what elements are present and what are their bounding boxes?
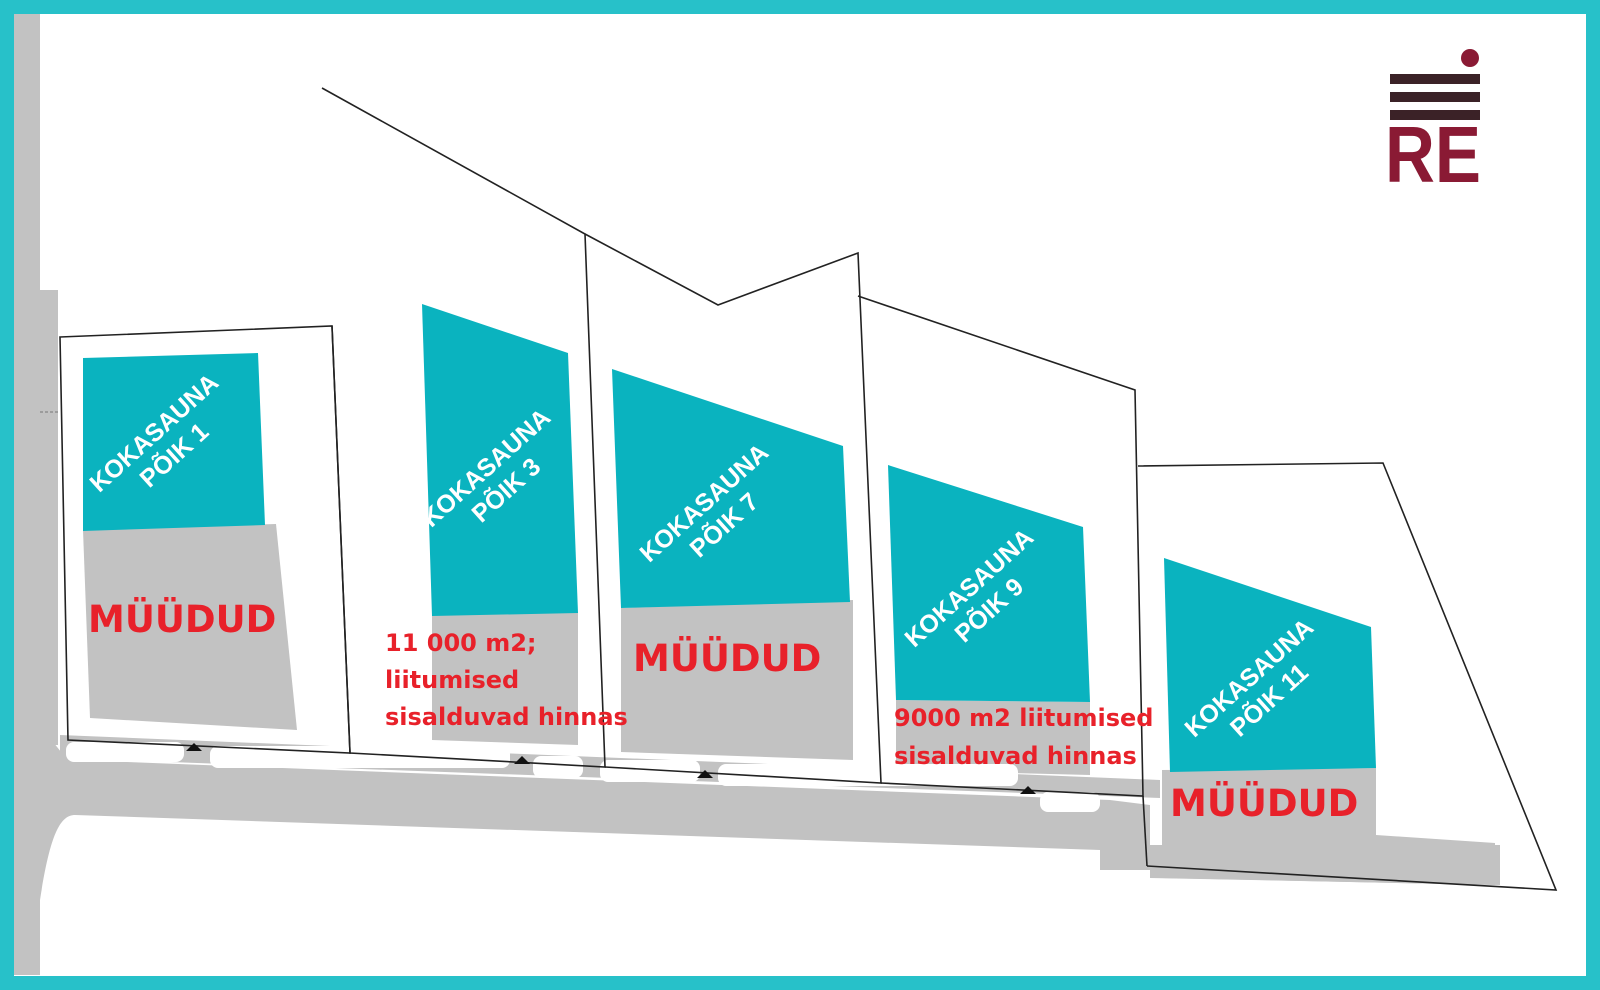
driveway xyxy=(66,742,184,762)
side-road-left xyxy=(14,615,40,700)
access-markers xyxy=(186,743,1036,794)
vertical-road xyxy=(14,14,58,975)
main-road xyxy=(40,735,1150,900)
driveway xyxy=(210,746,510,768)
plot-11-lower-zone xyxy=(1162,768,1495,885)
driveway xyxy=(718,764,1018,786)
plot-9-lower-zone xyxy=(896,700,1090,775)
plot-boundaries xyxy=(59,87,1558,891)
re-logo: RE xyxy=(1385,49,1481,199)
plot-1-sold-label: MÜÜDUD xyxy=(88,597,276,641)
re-logo-text: RE xyxy=(1385,110,1481,199)
plot-9-area xyxy=(888,465,1090,702)
plot-11-area xyxy=(1164,558,1376,772)
plot-1-area xyxy=(83,353,265,531)
access-marker-icon xyxy=(186,743,202,751)
driveways xyxy=(66,742,1100,812)
access-marker-icon xyxy=(1020,786,1036,794)
plot-7-sold-label: MÜÜDUD xyxy=(633,636,821,680)
access-marker-icon xyxy=(514,756,530,764)
plot-3-lower-zone xyxy=(432,612,578,745)
plot-3-note-line3: sisalduvad hinnas xyxy=(385,703,628,731)
plot-9-note-line2: sisalduvad hinnas xyxy=(894,742,1137,770)
access-marker-icon xyxy=(697,770,713,778)
plot-9-note-line1: 9000 m2 liitumised xyxy=(894,704,1153,732)
driveway xyxy=(1040,792,1100,812)
plot-7-lower-zone xyxy=(621,600,853,760)
plot-3-note-line2: liitumised xyxy=(385,666,519,694)
boundary-plot-7 xyxy=(584,233,882,784)
boundary-segment xyxy=(1142,795,1148,867)
plot-3-area xyxy=(422,304,578,616)
road-network xyxy=(14,14,1500,975)
plot-11-sold-label: MÜÜDUD xyxy=(1170,781,1358,825)
re-logo-bars-icon xyxy=(1390,49,1480,120)
driveway xyxy=(600,760,700,782)
plot-1-lower-zone xyxy=(83,524,297,730)
boundary-plot-11 xyxy=(1137,462,1558,891)
building-areas xyxy=(83,304,1376,772)
plot-3-note-line1: 11 000 m2; xyxy=(385,629,537,657)
boundary-plot-9 xyxy=(857,295,1144,797)
plot-7-area xyxy=(612,369,850,608)
driveway xyxy=(533,756,583,778)
